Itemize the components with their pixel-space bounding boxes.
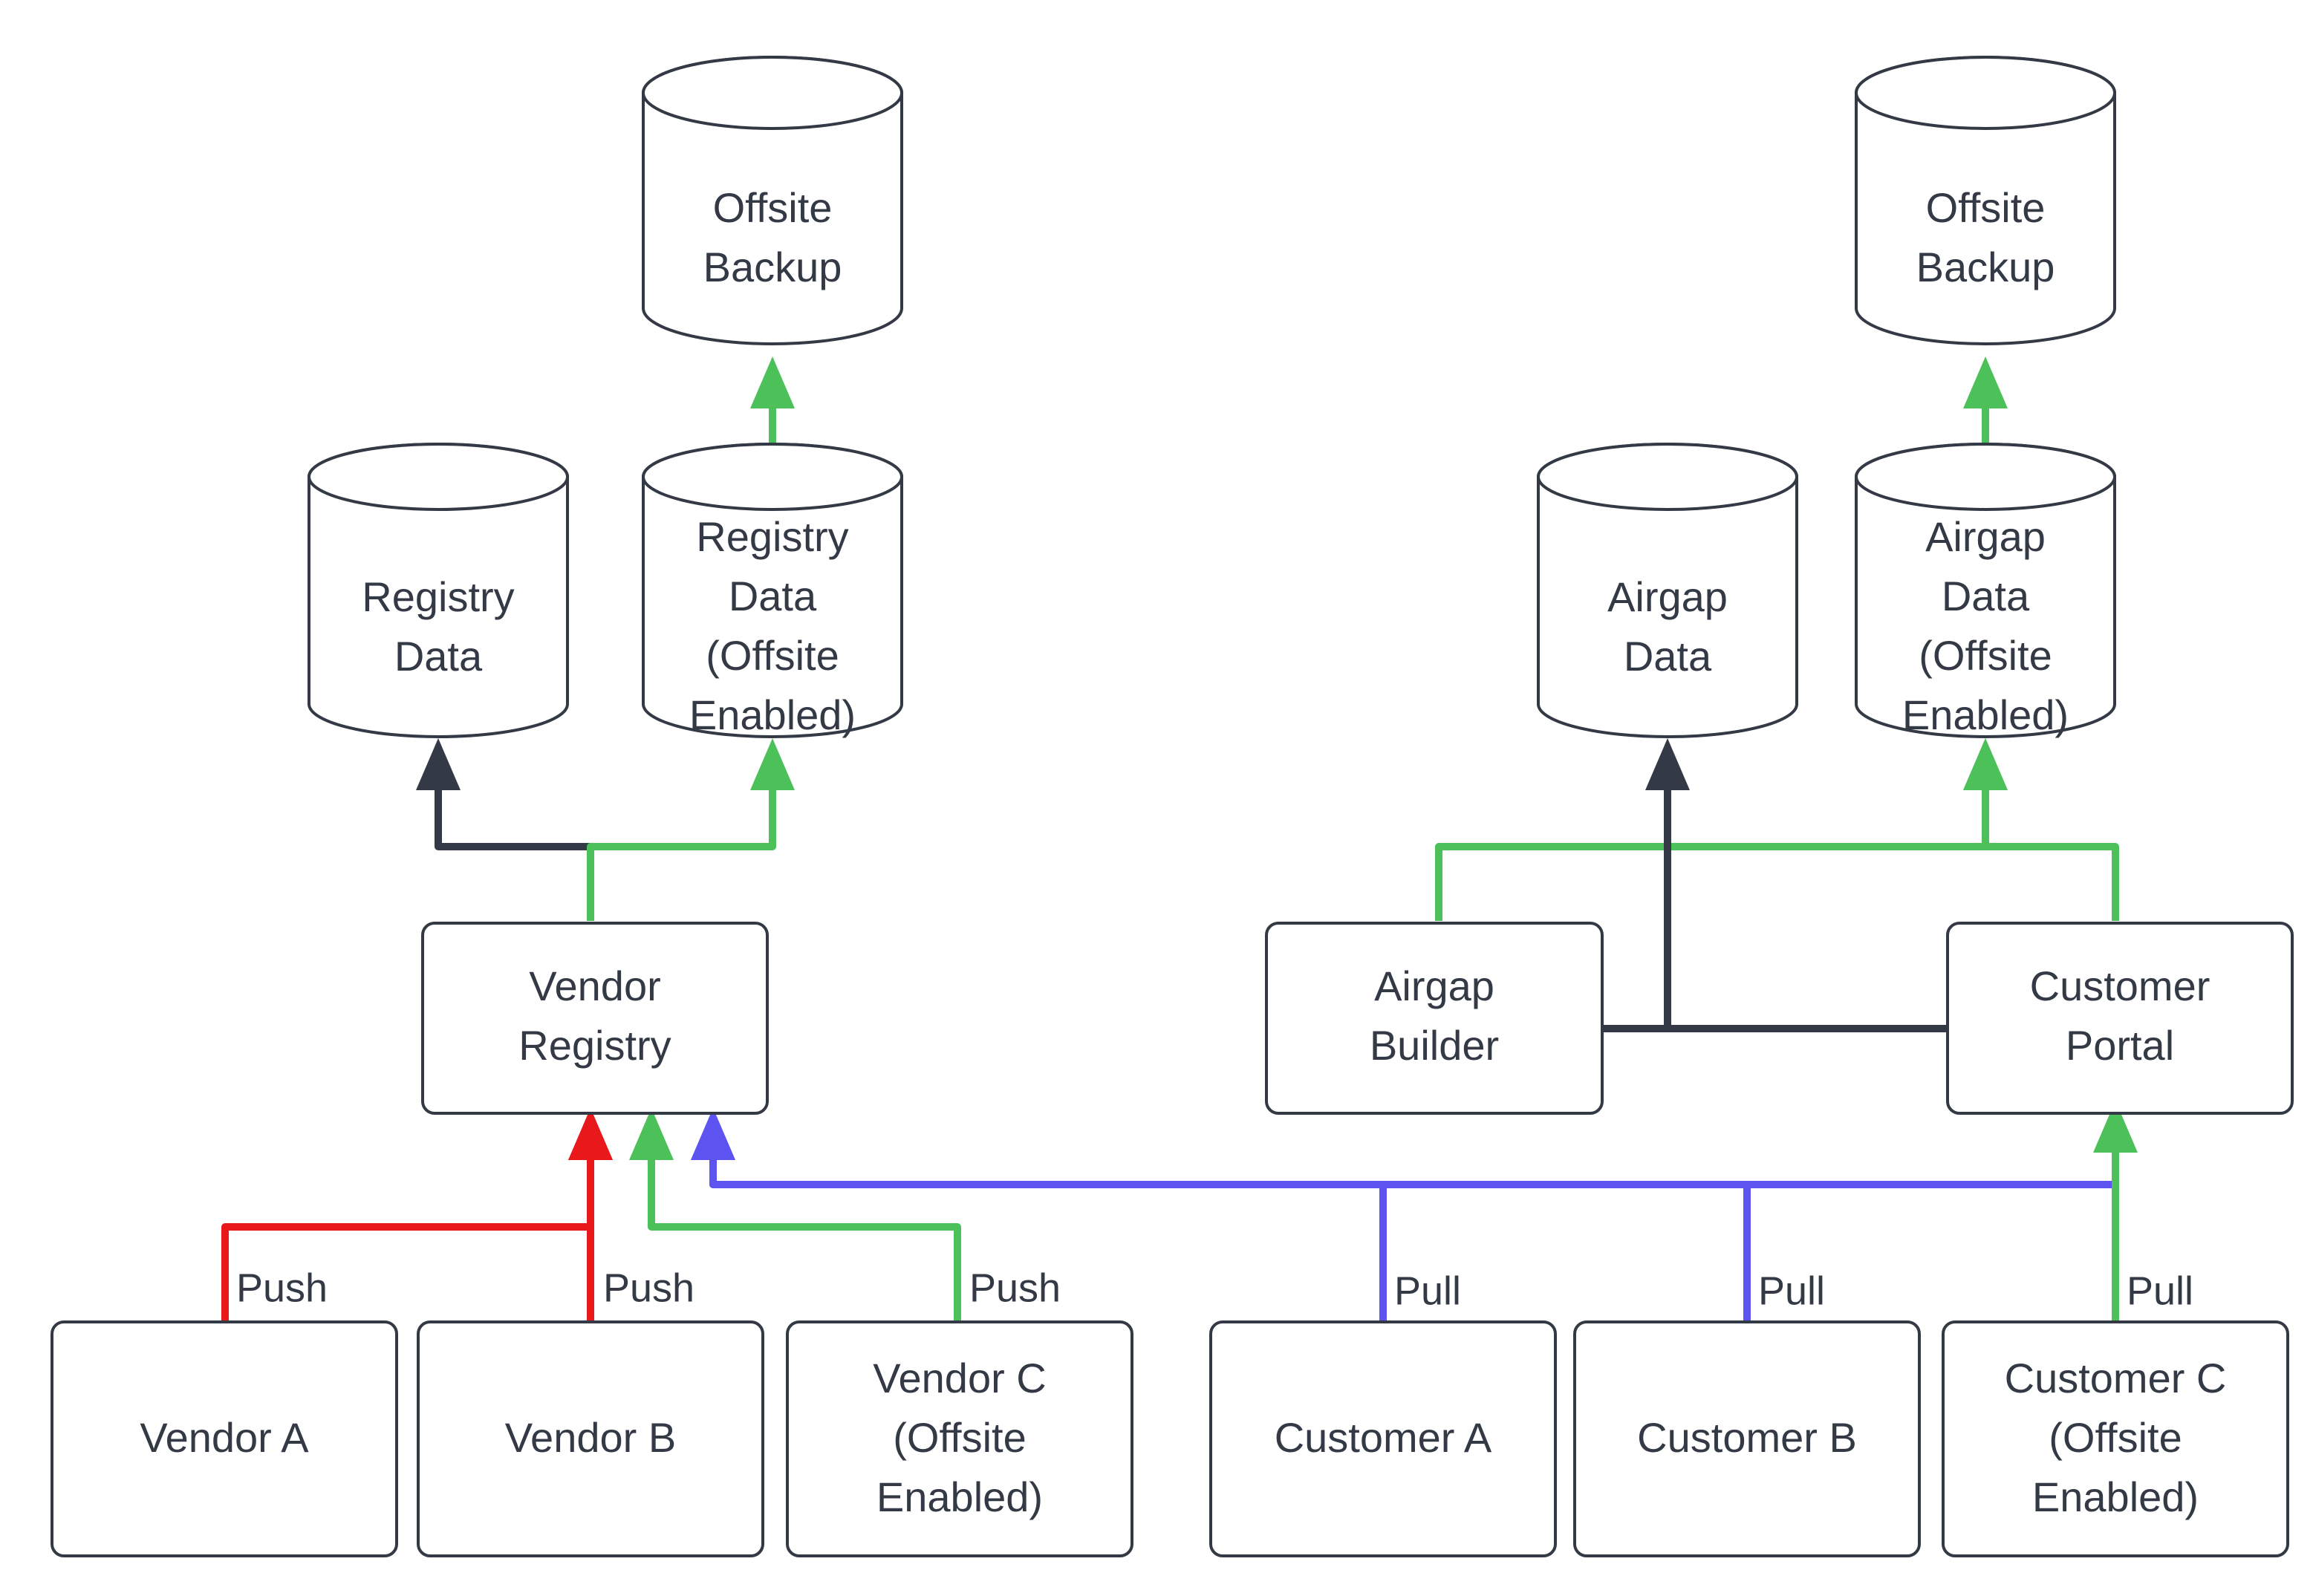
edge-label-pull-customer-a: Pull [1394,1268,1461,1313]
edge-airgap-builder-to-airgap-data-offsite [1435,738,2008,921]
node-vendor-registry[interactable]: Vendor Registry [421,922,769,1115]
node-offsite-backup-left[interactable]: Offsite Backup [641,56,904,345]
cylinder-top-ellipse [1854,56,2117,130]
node-label-line: Backup [1916,244,2055,290]
node-customer-b[interactable]: Customer B [1573,1320,1921,1557]
node-label-line: (Offsite [1919,632,2052,679]
node-customer-c[interactable]: Customer C (Offsite Enabled) [1942,1320,2289,1557]
node-label-line: Vendor B [505,1414,676,1461]
node-customer-a[interactable]: Customer A [1209,1320,1557,1557]
edge-vendor-c-push [629,1108,961,1320]
box-shape [1265,922,1604,1115]
node-airgap-data-offsite[interactable]: Airgap Data (Offsite Enabled) [1854,443,2117,738]
node-label-line: Data [1624,633,1712,680]
node-label-line: Enabled) [876,1473,1043,1520]
box-shape [1942,1320,2289,1557]
box-shape [421,922,769,1115]
node-label-line: Data [729,573,817,619]
box-shape [1573,1320,1921,1557]
edge-customer-portal-to-airgap-data [1645,738,1948,1032]
node-label-line: Registry [362,573,514,620]
node-label-line: (Offsite [2049,1414,2182,1461]
edge-label-push-vendor-c: Push [969,1266,1061,1310]
cylinder-top-ellipse [307,443,570,511]
node-label-line: Data [1942,573,2030,619]
edge-label-push-vendor-a: Push [236,1266,328,1310]
node-offsite-backup-right[interactable]: Offsite Backup [1854,56,2117,345]
box-shape [417,1320,764,1557]
node-label-line: Airgap [1925,513,2046,560]
node-label-line: Registry [696,513,848,560]
node-customer-portal[interactable]: Customer Portal [1946,922,2294,1115]
box-shape [51,1320,398,1557]
cylinder-top-ellipse [641,443,904,511]
node-label-line: (Offsite [706,632,839,679]
node-label-line: Builder [1370,1022,1499,1069]
node-airgap-builder[interactable]: Airgap Builder [1265,922,1604,1115]
edge-label-pull-customer-b: Pull [1758,1268,1825,1313]
node-label-line: Enabled) [2032,1473,2199,1520]
node-label-line: Vendor [529,963,661,1009]
edge-label-push-vendor-b: Push [603,1266,694,1310]
node-airgap-data[interactable]: Airgap Data [1536,443,1799,738]
edge-vendor-registry-to-registry-data-offsite [587,738,795,921]
node-vendor-b[interactable]: Vendor B [417,1320,764,1557]
node-label-line: Portal [2066,1022,2174,1069]
node-label-line: (Offsite [893,1414,1026,1461]
node-label-line: Airgap [1607,573,1728,620]
box-shape [1946,922,2294,1115]
cylinder-top-ellipse [641,56,904,130]
node-label-line: Vendor C [873,1355,1047,1401]
node-vendor-a[interactable]: Vendor A [51,1320,398,1557]
cylinder-top-ellipse [1536,443,1799,511]
node-label-line: Data [394,633,483,680]
node-label-line: Customer C [2005,1355,2227,1401]
node-label-line: Enabled) [1902,691,2069,738]
node-label-line: Airgap [1374,963,1494,1009]
node-label-line: Customer [2030,963,2210,1009]
edge-customer-portal-to-airgap-data-offsite [1963,738,2119,921]
node-label-line: Backup [703,244,842,290]
node-registry-data-offsite[interactable]: Registry Data (Offsite Enabled) [641,443,904,738]
edge-vendor-registry-to-registry-data [416,738,594,921]
node-label-line: Customer B [1637,1414,1857,1461]
box-shape [1209,1320,1557,1557]
box-shape [786,1320,1133,1557]
node-label-line: Vendor A [140,1414,309,1461]
node-label-line: Customer A [1275,1414,1492,1461]
cylinder-top-ellipse [1854,443,2117,511]
node-label-line: Registry [518,1022,671,1069]
node-label-line: Offsite [713,184,833,231]
node-vendor-c[interactable]: Vendor C (Offsite Enabled) [786,1320,1133,1557]
node-registry-data[interactable]: Registry Data [307,443,570,738]
node-label-line: Offsite [1926,184,2046,231]
edge-label-pull-customer-c: Pull [2127,1268,2193,1313]
node-label-line: Enabled) [689,691,856,738]
